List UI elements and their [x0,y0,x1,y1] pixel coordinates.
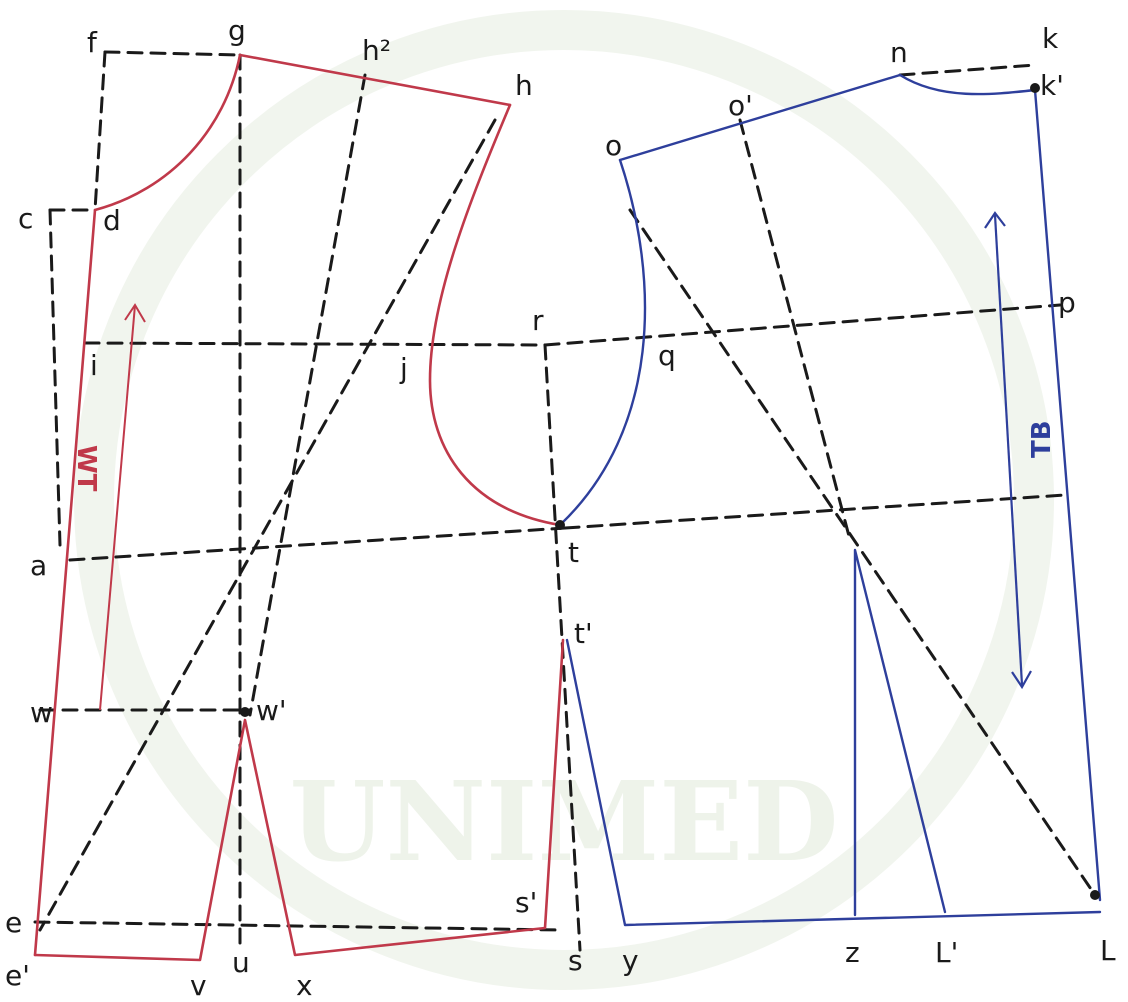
label-s-prime: s' [515,886,537,919]
label-n: n [890,36,908,69]
label-z: z [845,936,860,969]
label-t-prime: t' [574,617,593,650]
label-o: o [605,129,622,162]
label-l-prime: L' [935,936,958,969]
label-u: u [232,946,250,979]
label-k-prime: k' [1040,69,1064,102]
label-y: y [622,944,639,977]
label-L: L [1100,934,1116,967]
label-w-prime: w' [256,694,287,727]
label-back-width: TB [1027,420,1057,458]
label-o-prime: o' [728,89,753,122]
label-r: r [532,304,544,337]
label-p: p [1058,286,1076,319]
label-t: t [568,536,579,569]
label-w: w [30,696,53,729]
label-h2: h² [362,34,391,67]
label-g: g [228,14,246,47]
label-x: x [296,969,313,1002]
watermark: UNIMED [74,10,1054,990]
label-a: a [30,549,47,582]
label-d: d [103,204,121,237]
label-i: i [90,349,98,382]
label-f: f [87,26,98,59]
label-q: q [658,339,676,372]
label-k: k [1042,22,1059,55]
label-h: h [515,69,533,102]
label-c: c [18,202,33,235]
label-s: s [568,944,583,977]
back-piece-outline [558,73,1102,927]
label-j: j [399,352,408,385]
front-piece-outline [33,53,565,962]
label-e-prime: e' [5,959,30,992]
measure-arrows [99,211,1032,711]
label-front-width: WT [71,445,101,492]
pattern-points [240,83,1100,900]
label-v: v [190,969,207,1002]
point-labels: f g h² h o o' n k k' c d i j r q p a t t… [5,14,1116,1002]
watermark-unimed: UNIMED [290,757,839,886]
label-e: e [5,906,22,939]
